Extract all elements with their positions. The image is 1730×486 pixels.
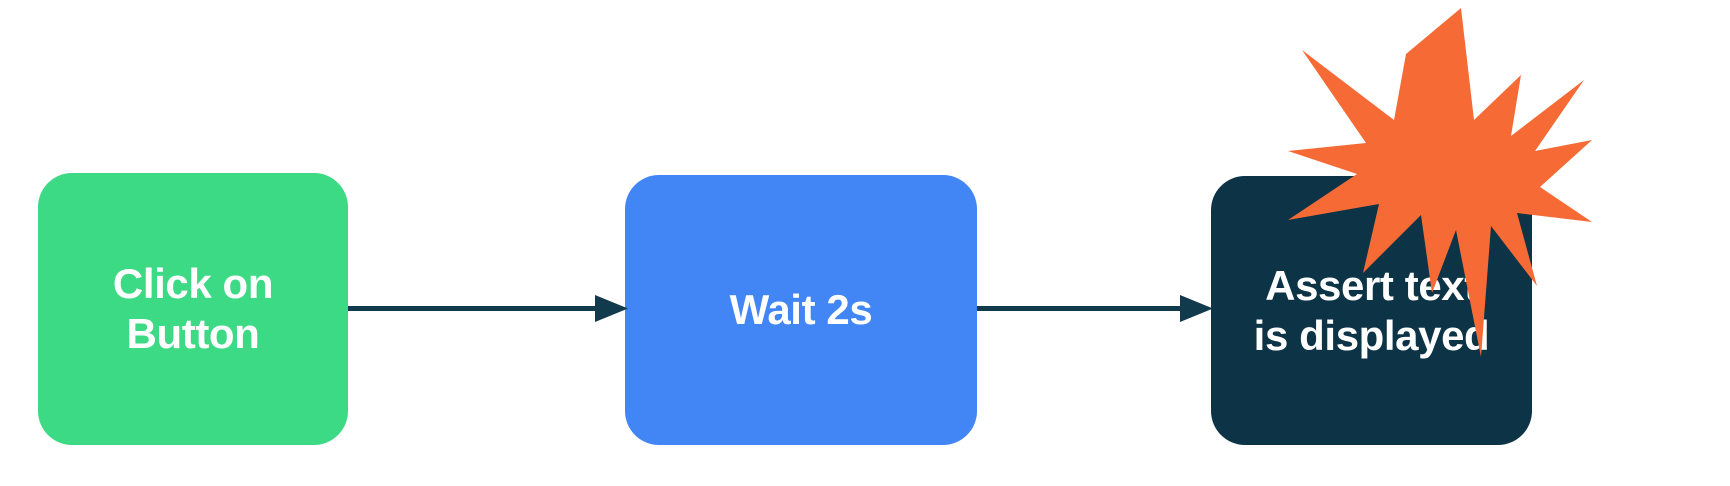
node-wait-2s[interactable]: Wait 2s [625,175,977,445]
node-label: Assert text is displayed [1253,261,1490,359]
arrow-head-icon [595,295,628,322]
connector-wait-to-assert[interactable] [977,288,1213,328]
node-assert-text-is-displayed[interactable]: Assert text is displayed [1211,176,1532,445]
node-label: Click on Button [112,260,274,357]
connector-click-to-wait[interactable] [348,288,628,328]
node-label: Wait 2s [729,286,873,334]
arrow-line [348,306,600,311]
arrow-line [977,306,1185,311]
node-click-on-button[interactable]: Click on Button [38,173,348,445]
arrow-head-icon [1180,295,1213,322]
